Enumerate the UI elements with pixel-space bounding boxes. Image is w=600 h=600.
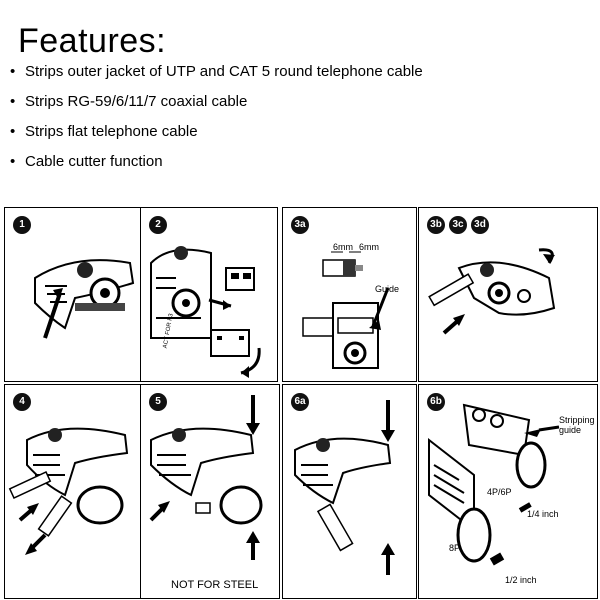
tool-illustration <box>428 248 556 335</box>
bullet-icon: • <box>10 123 16 140</box>
step-6a-badge: 6a <box>291 393 309 411</box>
tool-illustration <box>149 395 263 560</box>
stripping-guide-label: Stripping <box>559 415 595 425</box>
bullet-icon: • <box>10 93 16 110</box>
dimension-label: 6mm <box>359 242 379 252</box>
step-6a-panel: 6a <box>282 384 417 599</box>
step-1-badge: 1 <box>13 216 31 234</box>
step-3c-badge: 3c <box>449 216 467 234</box>
tool-illustration <box>294 400 395 575</box>
feature-text: Strips flat telephone cable <box>25 123 198 140</box>
step-3d-badge: 3d <box>471 216 489 234</box>
bullet-icon: • <box>10 153 16 170</box>
tool-illustration <box>428 403 560 566</box>
feature-item: • Strips flat telephone cable <box>10 122 423 152</box>
step-6b-panel: 6b Stripping guide 4P/6P 1/4 inch 8P 1/2… <box>418 384 598 599</box>
feature-text: Strips RG-59/6/11/7 coaxial cable <box>25 93 248 110</box>
step-3b-badge: 3b <box>427 216 445 234</box>
not-for-steel-label: NOT FOR STEEL <box>171 579 259 591</box>
bullet-icon: • <box>10 63 16 80</box>
step-5-badge: 5 <box>149 393 167 411</box>
feature-item: • Cable cutter function <box>10 152 423 182</box>
step-4-badge: 4 <box>13 393 31 411</box>
features-title: Features: <box>18 22 167 60</box>
stripping-guide-label: guide <box>559 425 582 435</box>
step-6b-badge: 6b <box>427 393 445 411</box>
tool-illustration <box>8 427 129 555</box>
step-3b-panel: 3b 3c 3d <box>418 207 598 382</box>
feature-text: Strips outer jacket of UTP and CAT 5 rou… <box>25 63 423 80</box>
size-label: 8P <box>449 543 461 553</box>
step-5-panel: 5 NOT FOR STEEL <box>140 384 280 599</box>
feature-item: • Strips RG-59/6/11/7 coaxial cable <box>10 92 423 122</box>
dimension-label: 6mm <box>333 242 353 252</box>
measure-label: 1/2 inch <box>505 575 537 585</box>
instruction-grid: 1 2 ACT FOR P3 <box>0 207 600 599</box>
guide-label: Guide <box>375 284 400 294</box>
feature-text: Cable cutter function <box>25 153 163 170</box>
features-list: • Strips outer jacket of UTP and CAT 5 ro… <box>10 62 423 182</box>
tool-illustration <box>150 246 261 378</box>
step-1-panel: 1 <box>4 207 142 382</box>
step-2-panel: 2 ACT FOR P3 <box>140 207 278 382</box>
step-2-badge: 2 <box>149 216 167 234</box>
size-label: 4P/6P <box>487 487 512 497</box>
step-4-panel: 4 <box>4 384 142 599</box>
coax-illustration <box>302 251 390 369</box>
step-3a-badge: 3a <box>291 216 309 234</box>
tool-illustration <box>34 259 135 339</box>
feature-item: • Strips outer jacket of UTP and CAT 5 ro… <box>10 62 423 92</box>
measure-label: 1/4 inch <box>527 509 559 519</box>
step-3a-panel: 3a 6mm 6mm Guide <box>282 207 417 382</box>
